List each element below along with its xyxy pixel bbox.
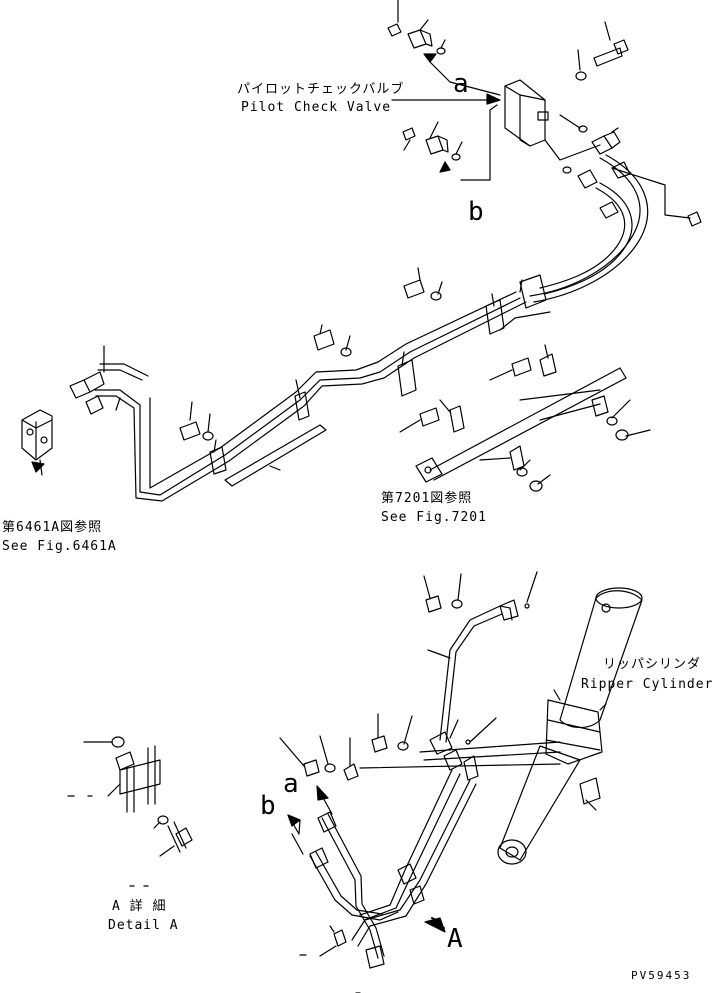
fig-6461a-ref-label-jp: 第6461A図参照 [2, 520, 103, 535]
pilot-check-valve-label-jp: パイロットチェックバルブ [237, 82, 405, 97]
drawing-code: PV59453 [631, 969, 692, 982]
pilot-hoses [529, 154, 649, 303]
ripper-cylinder [497, 587, 643, 865]
connection-letter-b-upper: b [468, 197, 484, 227]
detail-a-view [67, 736, 361, 993]
main-pipe-run [21, 267, 551, 502]
view-a-letter: A [447, 924, 463, 954]
fig-6461a-ref-label-en: See Fig.6461A [2, 539, 117, 554]
ripper-cylinder-label-jp: リッパシリンダ [603, 657, 702, 672]
fig-7201-ref-label-jp: 第7201図参照 [381, 491, 473, 506]
lower-hose-assembly [279, 571, 607, 969]
detail-a-label-jp: A 詳 細 [112, 899, 167, 914]
pilot-check-valve-label-en: Pilot Check Valve [241, 100, 392, 115]
connection-letter-a-lower: a [283, 769, 299, 799]
connection-letter-b-lower: b [260, 791, 276, 821]
ripper-cylinder-label-en: Ripper Cylinder [581, 677, 714, 692]
detail-a-label-en: Detail A [108, 918, 179, 933]
pilot-check-valve-assembly [387, 0, 702, 227]
fig-7201-ref-label-en: See Fig.7201 [381, 510, 487, 525]
connection-letter-a-upper: a [453, 69, 469, 99]
ripper-beam-pipe [399, 344, 651, 492]
